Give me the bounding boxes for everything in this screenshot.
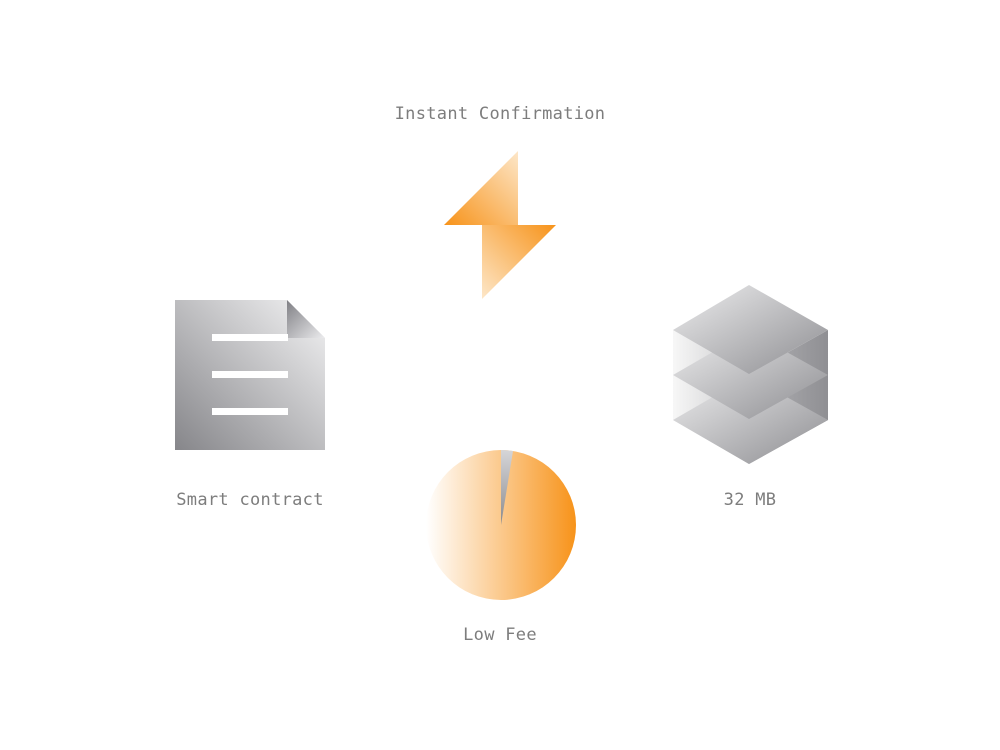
document-icon: [175, 300, 325, 450]
stacked-layers-icon: [673, 285, 828, 464]
low-fee-label: Low Fee: [463, 625, 537, 645]
smart-contract-label: Smart contract: [176, 490, 324, 510]
storage-size-label: 32 MB: [723, 490, 777, 510]
pie-chart-icon: [426, 450, 576, 600]
instant-confirmation-label: Instant Confirmation: [394, 104, 606, 124]
lightning-bolt-icon: [444, 151, 556, 299]
